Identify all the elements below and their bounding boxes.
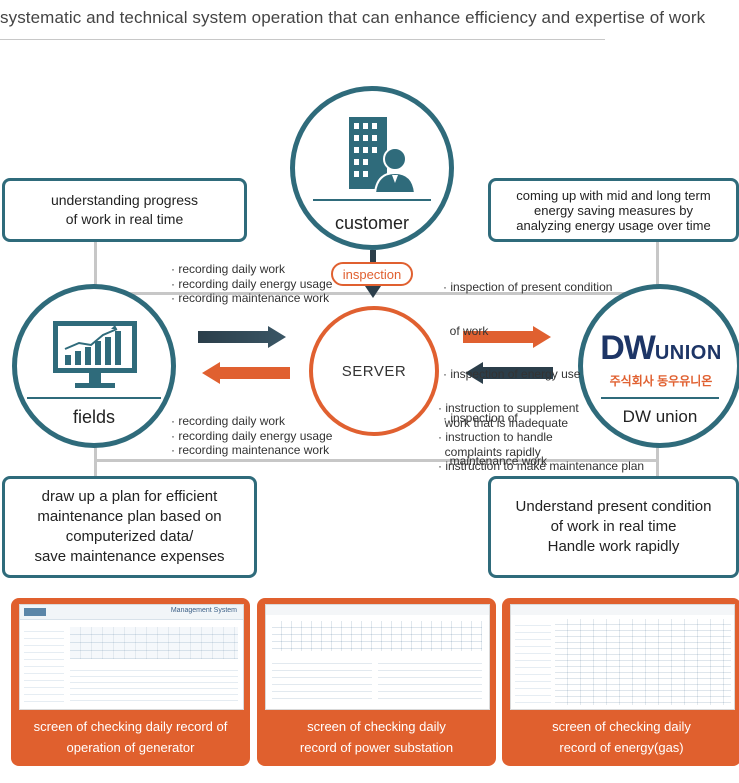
box-line: draw up a plan for efficient	[41, 488, 218, 505]
generator-screen-thumbnail: Management System	[19, 604, 244, 710]
thumbnail-title: Management System	[170, 607, 237, 614]
customer-node: customer	[290, 86, 454, 250]
box-line: understanding progress	[50, 192, 199, 208]
card-caption-line: record of power substation	[299, 740, 454, 755]
list-item: · recording daily energy usage	[171, 276, 333, 291]
fields-node: fields	[12, 284, 176, 448]
list-item: of work	[443, 323, 489, 338]
box-line: Understand present condition	[515, 498, 712, 515]
list-item: · inspection of energy use	[443, 367, 581, 381]
dw-union-logo-subtitle: 주식회사 동우유니온	[609, 374, 713, 388]
list-item: · recording daily energy usage	[171, 428, 333, 443]
customer-divider	[313, 199, 431, 201]
fields-label: fields	[72, 407, 116, 427]
server-to-fields-list: · recording daily work · recording daily…	[171, 414, 332, 458]
dw-union-divider	[601, 397, 719, 399]
list-item: · instruction to supplement	[438, 401, 579, 415]
list-item: · instruction to handle	[438, 430, 553, 444]
card-caption-line: screen of checking daily	[307, 719, 446, 734]
server-label: SERVER	[341, 362, 407, 380]
energy-screen-thumbnail	[510, 604, 735, 710]
box-line: computerized data/	[65, 528, 194, 545]
box-energy-saving-measures: coming up with mid and long term energy …	[488, 178, 739, 242]
box-line: energy saving measures by	[534, 202, 693, 218]
dw-union-node: DWUNION 주식회사 동우유니온 DW union	[578, 284, 739, 448]
card-caption-line: record of energy(gas)	[559, 740, 684, 755]
box-maintenance-plan: draw up a plan for efficient maintenance…	[2, 476, 257, 578]
list-item: · instruction to make maintenance plan	[438, 459, 645, 473]
inspection-badge: inspection	[331, 262, 413, 286]
server-to-fields-arrow	[202, 362, 290, 384]
dw-to-server-arrow	[465, 362, 553, 384]
substation-screen-thumbnail	[265, 604, 490, 710]
server-node: SERVER	[309, 306, 439, 436]
list-item: work that is inadequate	[438, 415, 569, 430]
dw-union-label: DW union	[622, 407, 698, 426]
list-item: maintenance work	[443, 454, 548, 468]
server-to-dw-list: · inspection of present condition of wor…	[443, 251, 612, 483]
page-heading: systematic and technical system operatio…	[0, 8, 706, 27]
list-item: · recording daily work	[171, 414, 286, 428]
monitor-chart-icon	[53, 321, 137, 388]
list-item: complaints rapidly	[438, 444, 541, 459]
logo-icon	[24, 608, 46, 616]
card-caption-line: operation of generator	[66, 740, 195, 755]
fields-divider	[27, 397, 161, 399]
list-item: · recording maintenance work	[171, 443, 330, 457]
dw-union-logo: DWUNION 주식회사 동우유니온	[593, 331, 729, 389]
box-line: analyzing energy usage over time	[516, 217, 711, 233]
list-item: · inspection of present condition	[443, 280, 613, 294]
box-line: maintenance plan based on	[37, 508, 222, 525]
fields-to-server-arrow	[198, 326, 286, 348]
card-energy-gas-record: screen of checking daily record of energ…	[502, 598, 739, 766]
connector-line-bottom	[95, 459, 658, 462]
building-user-icon	[349, 117, 417, 194]
box-line: of work in real time	[65, 211, 184, 227]
box-understanding-progress: understanding progress of work in real t…	[2, 178, 247, 242]
server-to-dw-arrow	[463, 326, 551, 348]
box-line: Handle work rapidly	[547, 538, 680, 555]
fields-to-server-list: · recording daily work · recording daily…	[171, 262, 332, 306]
list-item: · recording daily work	[171, 262, 286, 276]
box-understand-present-condition: Understand present condition of work in …	[488, 476, 739, 578]
customer-label: customer	[334, 213, 410, 233]
card-caption-line: screen of checking daily	[552, 719, 691, 734]
heading-divider	[0, 39, 605, 40]
card-power-substation-record: screen of checking daily record of power…	[257, 598, 496, 766]
connector-line-top	[95, 292, 658, 295]
list-item: · recording maintenance work	[171, 291, 330, 305]
box-line: save maintenance expenses	[34, 548, 225, 565]
list-item: · inspection of	[443, 410, 518, 425]
box-line: coming up with mid and long term	[516, 187, 711, 203]
card-generator-record: Management System screen of checking dai…	[11, 598, 250, 766]
box-line: of work in real time	[550, 518, 677, 535]
card-caption-line: screen of checking daily record of	[33, 719, 228, 734]
dw-to-server-list: · instruction to supplement work that is…	[438, 401, 644, 474]
